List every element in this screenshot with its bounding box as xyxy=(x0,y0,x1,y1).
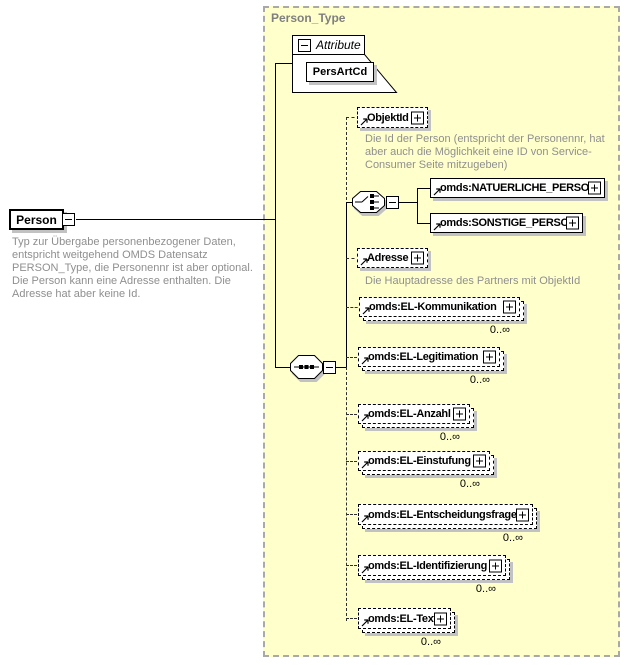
cardinality-label: 0..∞ xyxy=(420,636,441,648)
reference-arrow-icon xyxy=(362,307,370,315)
cardinality-label: 0..∞ xyxy=(439,431,460,443)
objektid-annotation: Die Id der Person (entspricht der Person… xyxy=(365,133,605,171)
connector-line xyxy=(346,357,361,358)
expand-icon[interactable] xyxy=(503,300,516,314)
connector-line xyxy=(417,188,430,189)
connector-line xyxy=(346,202,347,367)
reference-arrow-icon xyxy=(361,357,369,365)
person-type-container xyxy=(263,6,620,657)
connector-line xyxy=(346,307,362,308)
element-label: omds:EL-Identifizierung xyxy=(368,559,487,572)
element-label: omds:NATUERLICHE_PERSON xyxy=(440,182,597,194)
element-box-el-anzahl[interactable]: omds:EL-Anzahl xyxy=(358,404,474,428)
element-box-adresse[interactable]: Adresse xyxy=(357,248,428,268)
expand-icon[interactable] xyxy=(473,454,486,468)
connector-line xyxy=(346,117,360,118)
connector-line xyxy=(346,367,347,621)
element-label: omds:EL-Entscheidungsfrage xyxy=(368,508,517,521)
connector-line xyxy=(275,63,292,64)
expand-icon[interactable] xyxy=(411,111,424,124)
element-label: Adresse xyxy=(367,252,409,264)
connector-line xyxy=(346,202,352,203)
expand-icon[interactable] xyxy=(411,251,424,265)
cardinality-label: 0..∞ xyxy=(459,478,480,490)
attribute-tab-label: Attribute xyxy=(316,38,361,52)
reference-arrow-icon xyxy=(361,515,369,523)
element-box-el-kommunikation[interactable]: omds:EL-Kommunikation xyxy=(359,297,524,321)
element-box-objektid[interactable]: ObjektId xyxy=(357,107,428,128)
person-annotation: Typ zur Übergabe personenbezogener Daten… xyxy=(12,236,253,300)
element-box-natuerliche-person[interactable]: omds:NATUERLICHE_PERSON xyxy=(430,178,605,198)
reference-arrow-icon xyxy=(433,188,441,196)
element-box-el-text[interactable]: omds:EL-Text xyxy=(358,608,455,633)
connector-line xyxy=(346,258,360,259)
connector-line xyxy=(346,618,361,619)
element-label: omds:EL-Einstufung xyxy=(368,455,471,467)
element-box-person[interactable]: Person xyxy=(9,209,64,230)
expand-icon[interactable] xyxy=(453,407,466,421)
connector-line xyxy=(399,202,417,203)
connector-line xyxy=(346,461,361,462)
element-box-el-einstufung[interactable]: omds:EL-Einstufung xyxy=(358,451,494,475)
choice-icon[interactable] xyxy=(352,191,385,213)
collapse-icon[interactable] xyxy=(298,39,311,52)
adresse-annotation: Die Hauptadresse des Partners mit Objekt… xyxy=(365,275,581,287)
element-box-el-entscheidungsfrage[interactable]: omds:EL-Entscheidungsfrage xyxy=(358,504,537,529)
person-label: Person xyxy=(16,212,57,227)
element-label: ObjektId xyxy=(367,111,409,124)
connector-line xyxy=(275,63,276,367)
cardinality-label: 0..∞ xyxy=(475,583,496,595)
expand-icon[interactable] xyxy=(588,181,601,195)
connector-line xyxy=(417,223,430,224)
connector-line xyxy=(346,414,361,415)
collapse-icon[interactable] xyxy=(62,213,75,226)
reference-arrow-icon xyxy=(361,619,369,627)
element-box-sonstige-person[interactable]: omds:SONSTIGE_PERSON xyxy=(430,213,583,233)
element-label: omds:EL-Legitimation xyxy=(368,351,479,363)
element-label: omds:SONSTIGE_PERSON xyxy=(440,217,577,229)
connector-line xyxy=(346,117,347,205)
connector-line xyxy=(417,188,418,223)
sequence-icon[interactable] xyxy=(290,355,323,379)
expand-icon[interactable] xyxy=(489,559,502,572)
connector-line xyxy=(76,219,275,220)
element-label: omds:EL-Anzahl xyxy=(368,408,451,420)
collapse-icon[interactable] xyxy=(386,196,399,209)
cardinality-label: 0..∞ xyxy=(489,324,510,336)
connector-line xyxy=(346,565,361,566)
expand-icon[interactable] xyxy=(483,350,496,364)
persartcd-label: PersArtCd xyxy=(312,66,368,78)
element-label: omds:EL-Text xyxy=(368,612,437,625)
expand-icon[interactable] xyxy=(434,612,447,625)
attribute-box-persartcd[interactable]: PersArtCd xyxy=(306,62,374,82)
reference-arrow-icon xyxy=(433,223,441,231)
reference-arrow-icon xyxy=(361,566,369,574)
reference-arrow-icon xyxy=(360,118,368,126)
collapse-icon[interactable] xyxy=(323,361,336,374)
person-type-label: Person_Type xyxy=(271,11,346,25)
reference-arrow-icon xyxy=(360,258,368,266)
connector-line xyxy=(336,367,346,368)
connector-line xyxy=(275,367,290,368)
element-box-el-identifizierung[interactable]: omds:EL-Identifizierung xyxy=(358,555,510,580)
connector-line xyxy=(346,514,361,515)
expand-icon[interactable] xyxy=(516,508,529,521)
expand-icon[interactable] xyxy=(566,216,579,230)
cardinality-label: 0..∞ xyxy=(502,532,523,544)
element-box-el-legitimation[interactable]: omds:EL-Legitimation xyxy=(358,347,504,371)
reference-arrow-icon xyxy=(361,414,369,422)
cardinality-label: 0..∞ xyxy=(469,374,490,386)
reference-arrow-icon xyxy=(361,461,369,469)
element-label: omds:EL-Kommunikation xyxy=(369,301,497,313)
